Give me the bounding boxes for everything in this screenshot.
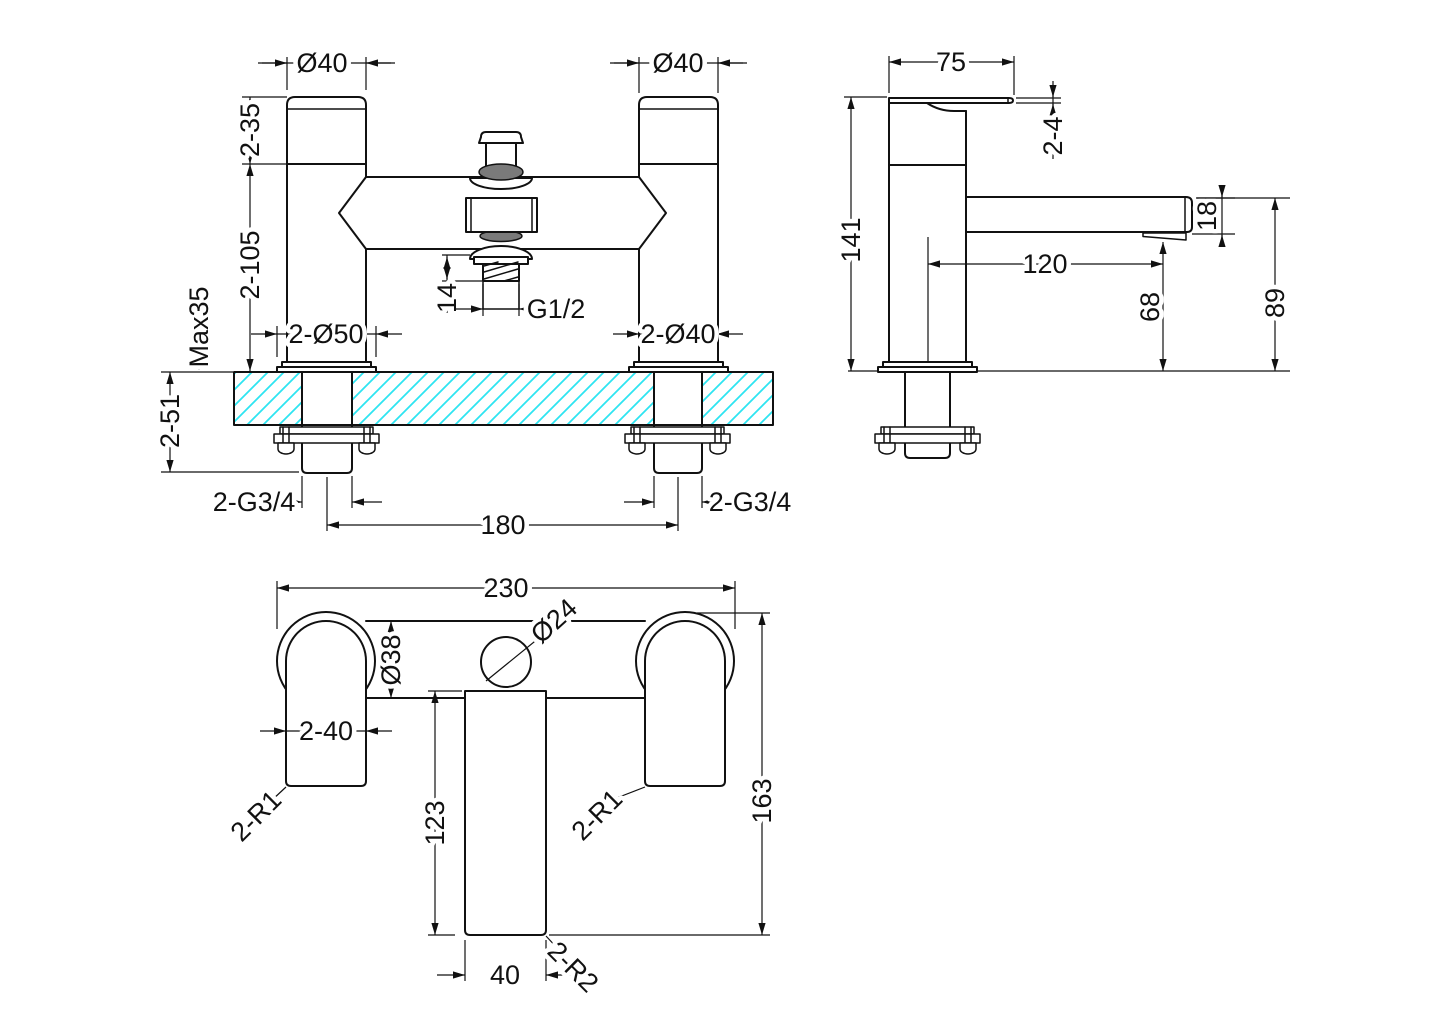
dim-spout-radius: 2-R2 <box>542 936 605 999</box>
shower-outlet <box>469 245 533 310</box>
flange-right-lower <box>628 366 729 373</box>
pillar-side <box>888 97 1014 363</box>
dim-handle-height: 2-35 <box>235 103 265 157</box>
fixing-kit-right <box>624 426 731 455</box>
front-view: Ø40 Ø40 2-35 2-105 Max35 2-51 2-Ø50 2-Ø4… <box>151 44 796 545</box>
screw-back <box>959 442 977 455</box>
dim-body-dia: Ø38 <box>376 634 406 685</box>
tail-right <box>654 372 702 473</box>
knob-base-dome <box>469 177 533 190</box>
dim-spout-depth: 18 <box>1192 201 1222 231</box>
screw-right <box>358 442 376 455</box>
side-view: 75 2-4 141 18 120 68 89 <box>832 43 1295 459</box>
handle-neck <box>926 102 967 112</box>
dim-tail-thread-left: 2-G3/4 <box>213 487 296 517</box>
dim-handle-radius-right: 2-R1 <box>566 784 629 847</box>
side-dimensions: 75 2-4 141 18 120 68 89 <box>832 43 1295 371</box>
dim-flange-dia: 2-Ø50 <box>288 319 363 349</box>
outlet-dome <box>469 245 533 260</box>
pillar-left <box>286 96 367 363</box>
tail-right-hatch <box>653 371 703 474</box>
dim-pillar-dia: 2-Ø40 <box>640 319 715 349</box>
dim-body-height: 2-105 <box>235 230 265 299</box>
tail-side <box>905 370 950 458</box>
screw-front <box>878 442 896 455</box>
tail-left-hatch <box>301 371 353 474</box>
dim-handle-thickness: 2-4 <box>1038 116 1068 155</box>
dim-overall-width: 230 <box>483 573 528 603</box>
thread-hatch <box>483 261 519 282</box>
dim-below-deck: 2-51 <box>155 394 185 448</box>
handle-plan-right <box>644 620 726 787</box>
outlet-cap <box>473 256 529 265</box>
dim-spout-reach: 120 <box>1022 249 1067 279</box>
screw-left <box>277 442 295 455</box>
dim-spout-clearance: 68 <box>1135 292 1165 322</box>
pillar-right <box>638 96 719 363</box>
dim-max-deck: Max35 <box>184 286 214 367</box>
screw-right <box>709 442 727 455</box>
tail-side-hatch <box>904 369 951 459</box>
dim-spout-width: 40 <box>490 960 520 990</box>
screw-left <box>628 442 646 455</box>
plan-view: 230 Ø24 Ø38 2-40 123 163 40 2-R1 2-R1 2-… <box>220 569 781 1003</box>
spout-plan <box>464 690 547 936</box>
dim-outlet-length: 14 <box>432 283 462 313</box>
dim-handle-width: 2-40 <box>299 716 353 746</box>
fixing-kit-left <box>273 426 380 455</box>
handle-lever <box>888 97 1014 104</box>
dim-handle-dia-right: Ø40 <box>652 48 703 78</box>
knob-collar <box>478 163 524 181</box>
knob-flange <box>478 131 524 144</box>
aerator <box>1142 232 1187 241</box>
dim-tail-thread-right: 2-G3/4 <box>709 487 792 517</box>
knob-stem <box>485 142 517 170</box>
dim-hole-centres: 180 <box>480 510 525 540</box>
outlet-tube <box>482 280 520 310</box>
handle-plan-left <box>285 620 367 787</box>
dim-handle-dia-left: Ø40 <box>296 48 347 78</box>
fixing-kit-side <box>874 426 981 455</box>
spout-side <box>965 196 1193 241</box>
deck-section <box>233 371 774 474</box>
cartridge-box <box>465 197 538 243</box>
dim-spout-height: 89 <box>1260 288 1290 318</box>
dim-spout-length: 123 <box>420 800 450 845</box>
diverter-knob <box>469 131 533 190</box>
dim-overall-depth: 163 <box>747 778 777 823</box>
flange-side-lower <box>877 366 978 373</box>
dim-outlet-thread: G1/2 <box>527 294 586 324</box>
dim-handle-length: 75 <box>936 47 966 77</box>
tail-left <box>302 372 352 473</box>
deck-outline <box>233 371 774 426</box>
dim-outlet-dia: Ø24 <box>525 593 583 649</box>
dim-total-height: 141 <box>836 217 866 262</box>
flange-left-lower <box>276 366 377 373</box>
front-dimensions: Ø40 Ø40 2-35 2-105 Max35 2-51 2-Ø50 2-Ø4… <box>151 44 796 545</box>
